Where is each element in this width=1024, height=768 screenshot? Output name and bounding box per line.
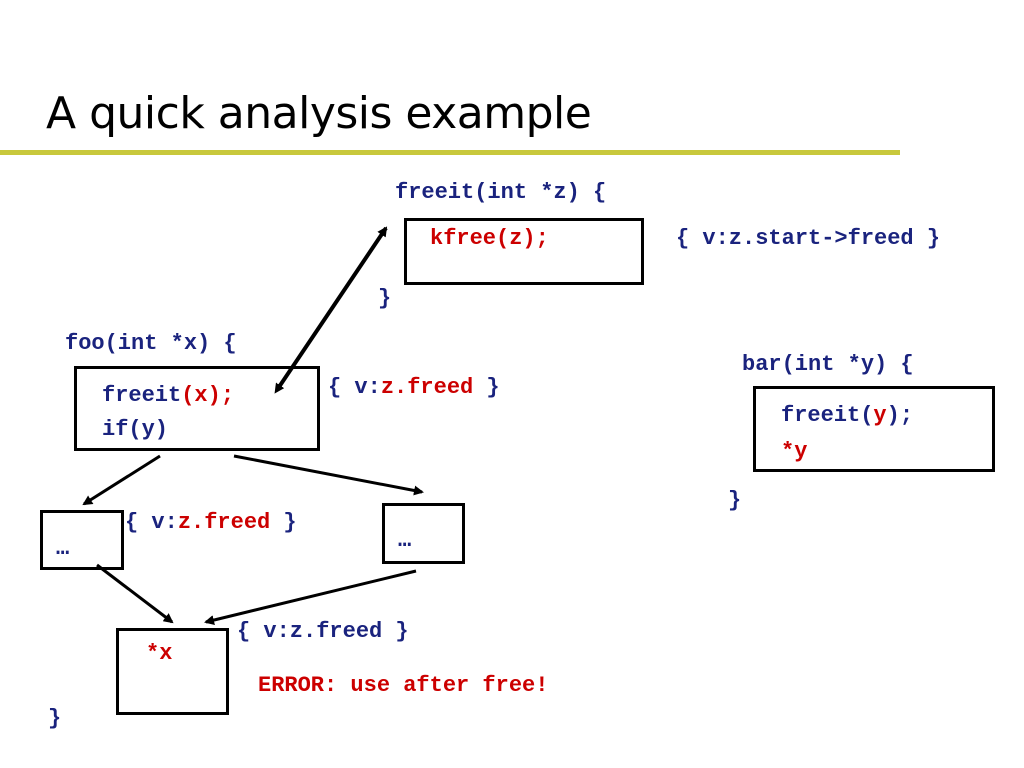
state-suffix: }: [270, 510, 297, 535]
bar-call-name: freeit(: [781, 403, 874, 428]
foo-left-branch-state: { v:z.freed }: [125, 512, 297, 534]
foo-call-name: freeit: [102, 383, 182, 408]
foo-entry-box: [74, 366, 320, 451]
freeit-signature: freeit(int *z) {: [395, 180, 607, 205]
right-to-deref-arrow: [204, 569, 417, 625]
state-suffix: }: [473, 375, 500, 400]
bar-call-end: );: [886, 403, 914, 428]
bar-signature: bar(int *y) {: [742, 352, 914, 377]
freeit-kfree-line: kfree(z);: [430, 226, 549, 251]
state-var: z.freed: [177, 510, 271, 535]
foo-freeit-call: freeit(x);: [102, 385, 234, 407]
foo-deref-box: [116, 628, 229, 715]
foo-right-branch-box: [382, 503, 465, 564]
foo-left-branch-box: [40, 510, 124, 570]
branch-left-arrow: [82, 454, 161, 506]
foo-right-branch-ellipsis: …: [398, 528, 412, 553]
foo-signature: foo(int *x) {: [65, 331, 237, 356]
left-to-deref-arrow: [96, 563, 174, 624]
state-prefix: { v:: [125, 510, 178, 535]
foo-deref-state: { v:z.freed }: [237, 619, 409, 644]
freeit-state-annotation: { v:z.start->freed }: [676, 226, 941, 251]
bar-call-arg: y: [873, 403, 887, 428]
bar-deref-y: *y: [781, 439, 808, 464]
branch-right-arrow: [233, 454, 424, 496]
slide-title: A quick analysis example: [46, 88, 592, 139]
bar-close-brace: }: [728, 488, 742, 513]
foo-close-brace: }: [48, 706, 62, 731]
bar-freeit-call: freeit(y);: [781, 405, 913, 427]
foo-left-branch-ellipsis: …: [56, 536, 70, 561]
foo-call-args: (x);: [181, 383, 235, 408]
call-return-arrow: [274, 226, 388, 394]
state-var: z.freed: [380, 375, 474, 400]
bar-body-box: [753, 386, 995, 472]
foo-if-line: if(y): [102, 417, 169, 442]
foo-deref-x: *x: [146, 641, 173, 666]
title-underline: [0, 150, 900, 155]
error-message: ERROR: use after free!: [258, 673, 549, 698]
freeit-body-box: [404, 218, 644, 285]
